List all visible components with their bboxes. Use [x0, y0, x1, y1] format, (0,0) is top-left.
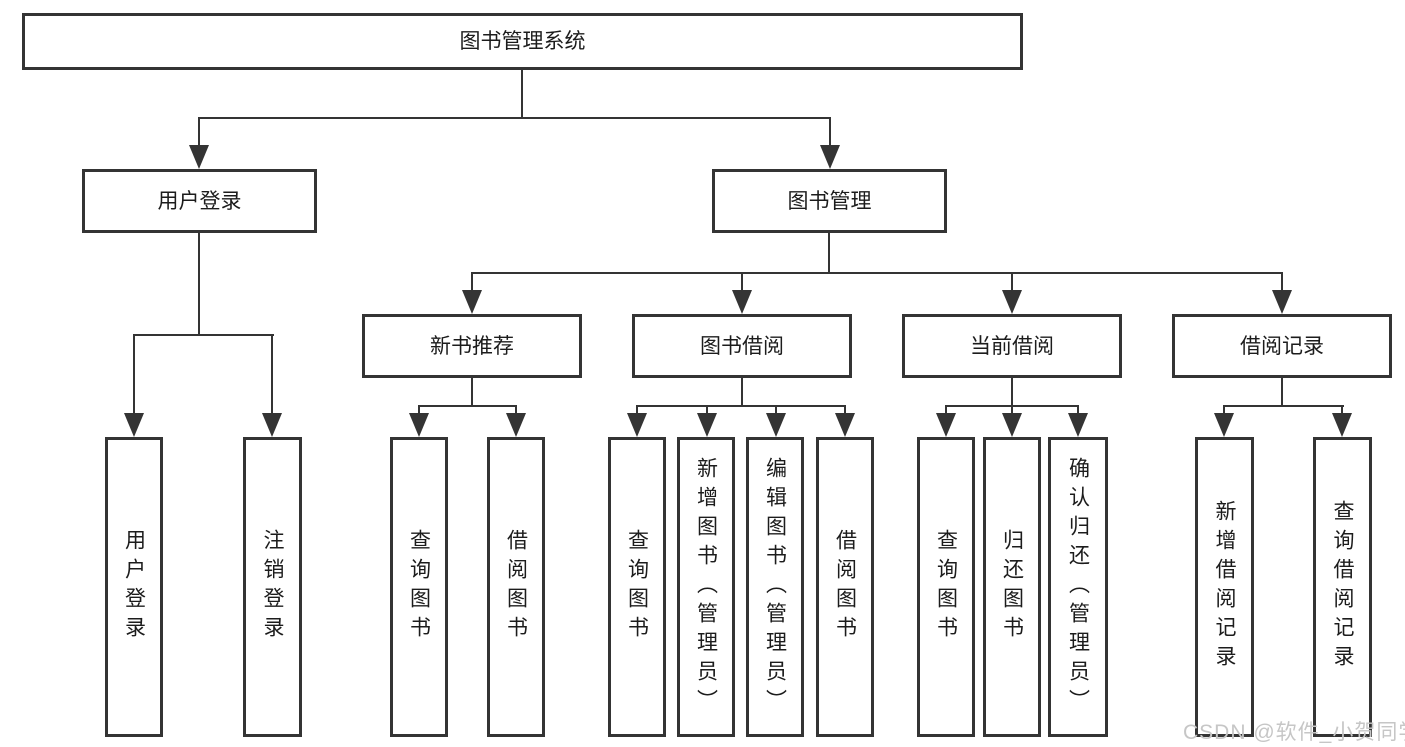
connector-book-mgmt-vline	[828, 233, 830, 274]
arrowhead-new-book	[462, 290, 482, 314]
arrowhead-leaf	[835, 413, 855, 437]
watermark: CSDN @软件_小贺同学	[1183, 721, 1405, 744]
connector-leaf-stem	[636, 405, 638, 415]
leaf-borrow-query: 查询图书	[608, 437, 666, 737]
leaf-logout: 注销登录	[243, 437, 302, 737]
arrowhead-leaf	[124, 413, 144, 437]
connector-new-book-vline	[471, 378, 473, 407]
arrowhead-leaf	[262, 413, 282, 437]
connector-leaf-stem	[1077, 405, 1079, 415]
connector-leaf-stem	[1223, 405, 1225, 415]
arrowhead-book-mgmt	[820, 145, 840, 169]
leaf-record-add: 新增借阅记录	[1195, 437, 1254, 737]
leaf-user-login: 用户登录	[105, 437, 163, 737]
connector-leaf-stem	[515, 405, 517, 415]
connector-book-borrow-hline	[636, 405, 846, 407]
arrowhead-leaf	[506, 413, 526, 437]
connector-leaf-stem	[775, 405, 777, 415]
connector-leaf-stem	[945, 405, 947, 415]
node-current-borrow: 当前借阅	[902, 314, 1122, 378]
arrowhead-borrow-record	[1272, 290, 1292, 314]
arrowhead-leaf	[409, 413, 429, 437]
connector-current-borrow-vline	[1011, 378, 1013, 407]
connector-user-login-hline	[133, 334, 274, 336]
arrowhead-leaf	[1332, 413, 1352, 437]
connector-leaf-stem	[1341, 405, 1343, 415]
node-borrow-record: 借阅记录	[1172, 314, 1392, 378]
connector-new-book-stem	[471, 272, 473, 292]
node-new-book: 新书推荐	[362, 314, 582, 378]
connector-user-login-vline	[198, 233, 200, 336]
node-user-login: 用户登录	[82, 169, 317, 233]
connector-book-borrow-vline	[741, 378, 743, 407]
connector-leaf-stem	[133, 334, 135, 415]
leaf-current-return: 归还图书	[983, 437, 1041, 737]
arrowhead-leaf	[936, 413, 956, 437]
connector-leaf-stem	[1011, 405, 1013, 415]
leaf-new-book-borrow: 借阅图书	[487, 437, 545, 737]
connector-book-borrow-stem	[741, 272, 743, 292]
node-book-mgmt: 图书管理	[712, 169, 947, 233]
arrowhead-leaf	[697, 413, 717, 437]
leaf-new-book-query: 查询图书	[390, 437, 448, 737]
leaf-record-query: 查询借阅记录	[1313, 437, 1372, 737]
connector-borrow-record-hline	[1223, 405, 1344, 407]
connector-leaf-stem	[418, 405, 420, 415]
connector-borrow-record-stem	[1281, 272, 1283, 292]
arrowhead-leaf	[627, 413, 647, 437]
connector-user-login-stem	[198, 117, 200, 147]
arrowhead-leaf	[766, 413, 786, 437]
connector-new-book-hline	[418, 405, 517, 407]
connector-leaf-stem	[271, 334, 273, 415]
connector-book-mgmt-stem	[829, 117, 831, 147]
connector-root-hline	[198, 117, 831, 119]
arrowhead-leaf	[1068, 413, 1088, 437]
arrowhead-user-login	[189, 145, 209, 169]
node-root: 图书管理系统	[22, 13, 1023, 70]
node-book-borrow: 图书借阅	[632, 314, 852, 378]
leaf-borrow-borrow: 借阅图书	[816, 437, 874, 737]
arrowhead-leaf	[1002, 413, 1022, 437]
connector-leaf-stem	[706, 405, 708, 415]
connector-current-borrow-stem	[1011, 272, 1013, 292]
connector-leaf-stem	[844, 405, 846, 415]
leaf-borrow-add: 新增图书（管理员）	[677, 437, 735, 737]
arrowhead-leaf	[1214, 413, 1234, 437]
leaf-current-query: 查询图书	[917, 437, 975, 737]
arrowhead-current-borrow	[1002, 290, 1022, 314]
connector-borrow-record-vline	[1281, 378, 1283, 407]
leaf-current-confirm-return: 确认归还（管理员）	[1048, 437, 1108, 737]
connector-book-mgmt-hline	[471, 272, 1283, 274]
connector-root-vline	[521, 70, 523, 119]
leaf-borrow-edit: 编辑图书（管理员）	[746, 437, 804, 737]
arrowhead-book-borrow	[732, 290, 752, 314]
